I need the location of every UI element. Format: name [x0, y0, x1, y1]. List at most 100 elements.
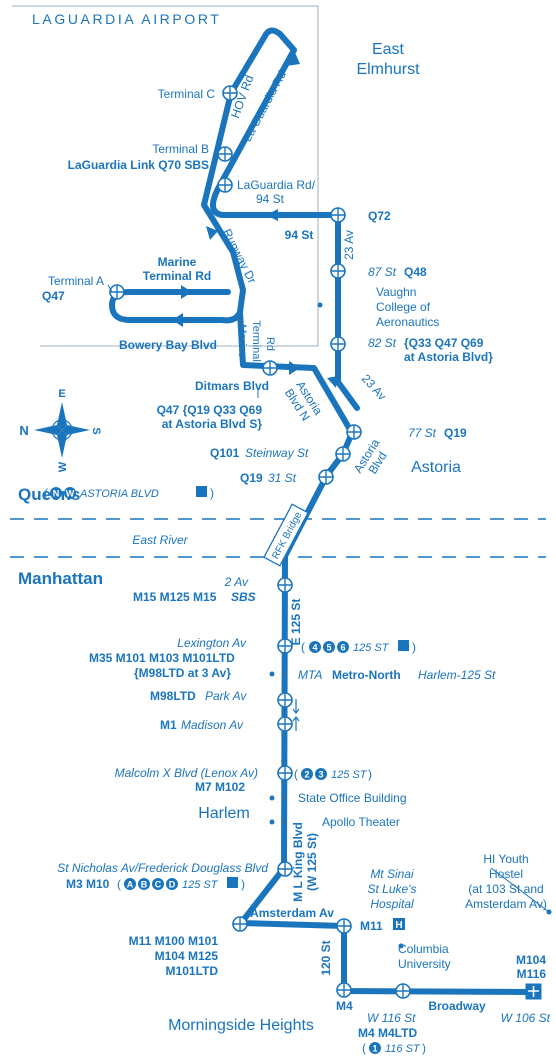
water-label: East River — [132, 533, 188, 547]
area-label: Elmhurst — [356, 61, 420, 78]
street-label: Marine — [236, 324, 248, 358]
route-label: Q19 — [444, 426, 467, 440]
svg-text:E: E — [58, 388, 65, 400]
area-label: East — [372, 41, 405, 58]
street-label: Broadway — [428, 999, 486, 1013]
street-label: 23 Av — [359, 372, 389, 404]
subway-3-icon — [315, 768, 327, 780]
svg-text:H: H — [395, 920, 402, 931]
subway-6-icon — [337, 641, 349, 653]
landmark-label: Amsterdam Av) — [465, 897, 547, 911]
svg-text:W: W — [66, 489, 75, 499]
svg-text:3: 3 — [318, 770, 323, 780]
svg-text:): ) — [412, 640, 416, 654]
svg-text:): ) — [241, 877, 245, 891]
stop-label: Terminal B — [152, 142, 209, 156]
svg-text:(: ( — [301, 640, 305, 654]
direction-arrows — [172, 50, 338, 388]
landmark-label: Aeronautics — [376, 315, 439, 329]
subway-n-icon — [50, 487, 62, 499]
street-label: (W 125 St) — [305, 833, 319, 891]
stop-label: St Nicholas Av/Frederick Douglass Blvd — [57, 861, 268, 875]
subway-5-icon — [323, 641, 335, 653]
landmark-label: Hostel — [489, 867, 523, 881]
route-label: M35 M101 M103 M101LTD — [89, 651, 235, 665]
region-label: Manhattan — [18, 569, 103, 588]
station-label: 125 ST — [182, 879, 219, 891]
svg-text:W: W — [57, 461, 69, 472]
route-label: Q19 — [240, 471, 263, 485]
route-label: M1 — [160, 718, 177, 732]
street-label: Amsterdam Av — [250, 906, 334, 920]
svg-text:A: A — [127, 880, 134, 890]
stop-label: W 116 St — [367, 1011, 416, 1025]
subway-b-icon — [138, 878, 150, 890]
compass-icon: E W N S — [19, 388, 102, 472]
route-label: M15 M125 M15 — [133, 590, 217, 604]
svg-text:D: D — [169, 880, 176, 890]
area-label: Morningside Heights — [168, 1017, 314, 1034]
landmark-label: College of — [376, 300, 431, 314]
street-label: Bowery Bay Blvd — [119, 338, 217, 352]
map-title: LAGUARDIA AIRPORT — [32, 11, 221, 27]
area-label: Harlem — [198, 805, 250, 822]
route-label: M101LTD — [166, 964, 219, 978]
street-label: Rd — [264, 337, 276, 351]
landmark-label: MTA — [298, 668, 322, 682]
region-label: Queens — [18, 485, 80, 504]
landmark-label: Vaughn — [376, 285, 416, 299]
street-label: Ditmars Blvd — [195, 379, 269, 393]
route-label: M11 M100 M101 — [129, 934, 219, 948]
route-label: Q47 {Q19 Q33 Q69 — [157, 403, 263, 417]
stop-label: Malcolm X Blvd (Lenox Av) — [115, 766, 258, 780]
landmark-label: Hospital — [370, 897, 414, 911]
subway-d-icon — [166, 878, 178, 890]
stop-label: LaGuardia Rd/ — [237, 178, 316, 192]
stop-label: Madison Av — [181, 718, 244, 732]
subway-4-icon — [309, 641, 321, 653]
svg-text:N: N — [53, 489, 60, 499]
landmark-label: HI Youth — [483, 852, 528, 866]
landmark-label: Apollo Theater — [322, 815, 400, 829]
subway-1-icon — [369, 1042, 381, 1054]
route-label: Q72 — [368, 209, 391, 223]
street-label: Terminal — [250, 320, 262, 362]
station-label: ASTORIA BLVD — [79, 488, 159, 500]
landmark-dots — [269, 302, 552, 949]
route-label: Q48 — [404, 265, 427, 279]
landmark-label: (at 103 St and — [468, 882, 543, 896]
route-label: M4 — [336, 999, 353, 1013]
route-label: SBS — [231, 590, 256, 604]
stop-label: 77 St — [408, 426, 437, 440]
route-label: Q101 — [210, 446, 240, 460]
stop-label: 2 Av — [224, 575, 249, 589]
svg-text:C: C — [155, 880, 162, 890]
svg-text:4: 4 — [312, 643, 317, 653]
route-label: at Astoria Blvd} — [404, 350, 493, 364]
route-label: M116 — [517, 967, 547, 981]
route-label: M98LTD — [150, 689, 196, 703]
stop-label: 94 St — [256, 192, 285, 206]
stop-label: Lexington Av — [177, 636, 247, 650]
street-label: Terminal Rd — [143, 269, 211, 283]
landmark-label: Harlem-125 St — [418, 668, 496, 682]
route-label: Q47 — [42, 289, 65, 303]
stop-label: 82 St — [368, 336, 397, 350]
landmark-label: University — [398, 957, 451, 971]
accessible-icon — [398, 640, 409, 651]
svg-text:5: 5 — [326, 643, 331, 653]
station-label: 125 ST — [331, 769, 368, 781]
street-label: 94 St — [285, 228, 314, 242]
route-label: M3 M10 — [66, 877, 110, 891]
hospital-icon — [393, 918, 405, 930]
landmark-label: Columbia — [398, 942, 449, 956]
svg-text:S: S — [90, 427, 102, 434]
route-label: M7 M102 — [195, 780, 245, 794]
landmark-label: St Luke's — [368, 882, 417, 896]
svg-text:(: ( — [294, 767, 298, 781]
airport-boundary — [12, 5, 319, 347]
svg-text:N: N — [19, 423, 28, 438]
svg-text:): ) — [368, 767, 372, 781]
station-label: 116 ST — [385, 1043, 421, 1055]
stop-label: Steinway St — [245, 446, 309, 460]
